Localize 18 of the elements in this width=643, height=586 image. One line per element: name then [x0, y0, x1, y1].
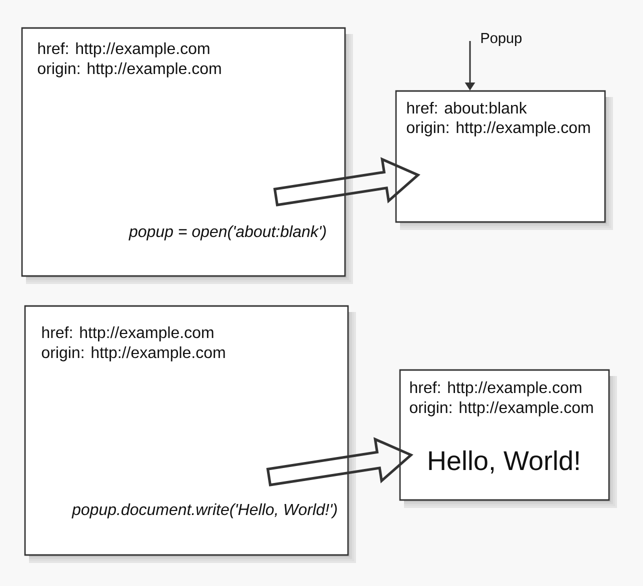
code-text: popup.document.write('Hello, World!') — [72, 503, 337, 518]
code-text: popup = open('about:blank') — [128, 225, 326, 240]
property-text: href: http://example.com — [42, 326, 214, 342]
property-text: origin: http://example.com — [38, 62, 221, 78]
property-text: origin: http://example.com — [42, 346, 225, 362]
property-text: href: http://example.com — [410, 381, 582, 396]
property-text: href: about:blank — [407, 102, 527, 114]
greeting-text: Hello, World! — [429, 450, 579, 474]
property-text: href: http://example.com — [38, 42, 210, 58]
window-box — [24, 305, 356, 563]
block-arrow — [266, 437, 414, 486]
property-text: origin: http://example.com — [406, 121, 590, 136]
property-text: origin: http://example.com — [410, 401, 593, 416]
popup-label: Popup — [481, 33, 522, 46]
window-box — [395, 90, 613, 230]
window-box — [21, 27, 353, 284]
block-arrow — [273, 157, 420, 206]
window-box — [399, 369, 617, 508]
